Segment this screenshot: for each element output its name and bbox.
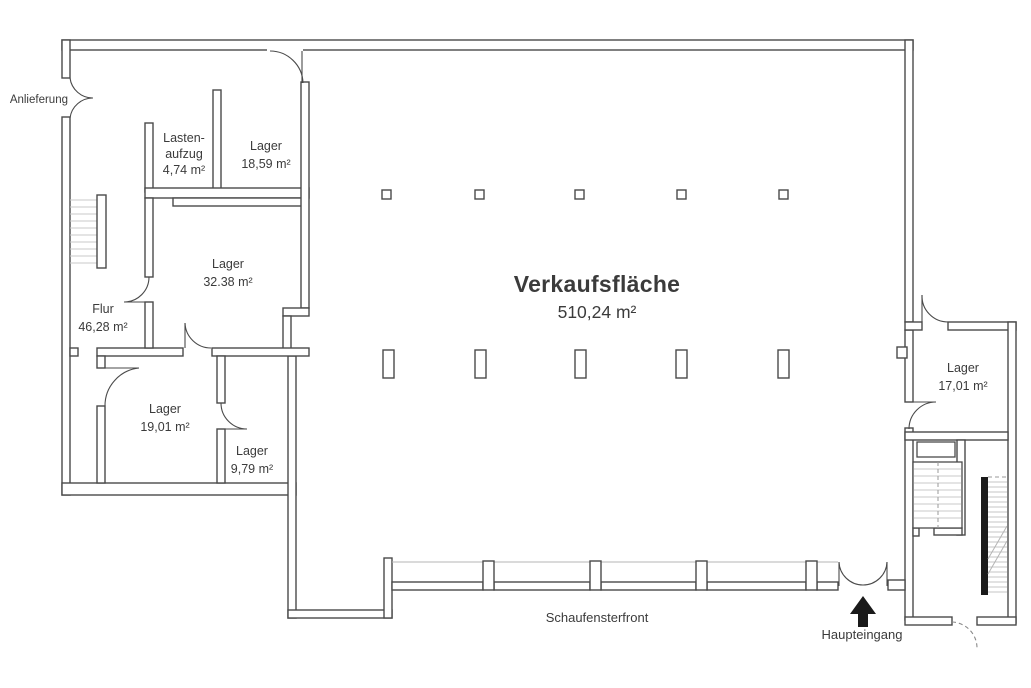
label-lager32-name: Lager xyxy=(212,257,244,271)
label-lager18-name: Lager xyxy=(250,139,282,153)
label-verkaufsflaeche-area: 510,24 m² xyxy=(558,302,637,322)
label-lager9-name: Lager xyxy=(236,444,268,458)
door-flur-lager19 xyxy=(101,367,140,407)
label-lastenaufzug-area: 4,74 m² xyxy=(163,163,205,177)
shop-window-front xyxy=(391,560,839,591)
delivery-door xyxy=(69,77,94,119)
label-schaufensterfront: Schaufensterfront xyxy=(546,610,649,625)
doors xyxy=(69,50,978,649)
label-verkaufsflaeche-name: Verkaufsfläche xyxy=(514,271,681,297)
label-lager18-area: 18,59 m² xyxy=(241,157,290,171)
label-anlieferung: Anlieferung xyxy=(10,94,68,106)
back-exit-door-dashed xyxy=(951,621,978,649)
outer-walls xyxy=(61,39,914,621)
door-sales-lager17 xyxy=(908,401,937,430)
label-lastenaufzug-2: aufzug xyxy=(165,147,203,161)
label-lastenaufzug-1: Lasten- xyxy=(163,131,205,145)
label-haupteingang: Haupteingang xyxy=(822,627,903,642)
label-flur-name: Flur xyxy=(92,302,114,316)
label-flur-area: 46,28 m² xyxy=(78,320,127,334)
entrance-arrow-icon xyxy=(850,596,876,627)
interior-walls xyxy=(69,81,310,484)
door-flur-lager32 xyxy=(123,276,150,303)
back-area-fixtures xyxy=(912,441,963,529)
door-lager19-lager32 xyxy=(184,322,212,349)
label-lager19-area: 19,01 m² xyxy=(140,420,189,434)
room-labels: Anlieferung Lasten- aufzug 4,74 m² Lager… xyxy=(10,94,988,642)
corridor-staircase xyxy=(70,194,107,269)
structural-columns xyxy=(381,189,790,379)
main-entrance-door xyxy=(838,561,888,586)
label-lager19-name: Lager xyxy=(149,402,181,416)
label-lager32-area: 32.38 m² xyxy=(203,275,252,289)
label-lager17-area: 17,01 m² xyxy=(938,379,987,393)
door-lager19-lager9 xyxy=(220,402,248,430)
top-wall-door xyxy=(269,50,304,84)
label-lager9-area: 9,79 m² xyxy=(231,462,273,476)
main-staircase xyxy=(981,476,1008,595)
door-lager17-top xyxy=(921,294,949,323)
label-lager17-name: Lager xyxy=(947,361,979,375)
